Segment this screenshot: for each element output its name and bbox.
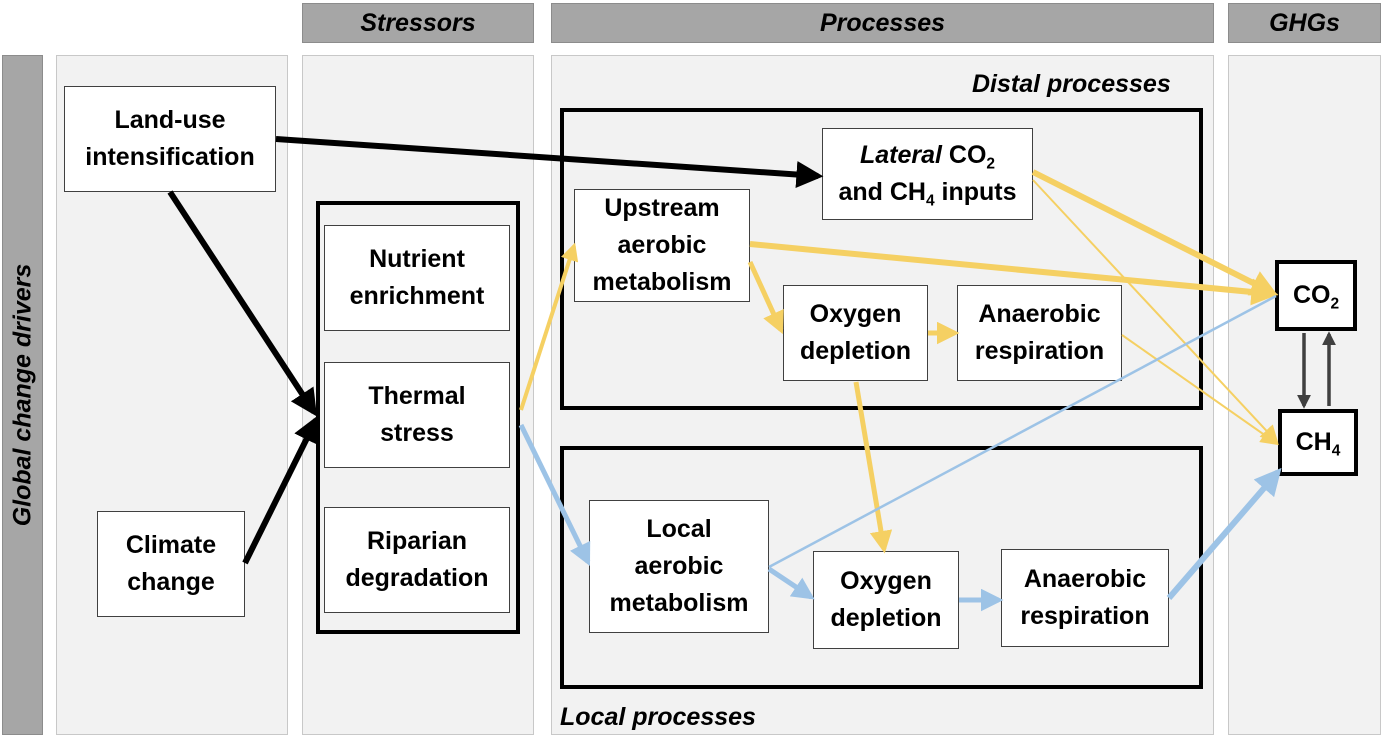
stressors-header: Stressors: [302, 3, 534, 43]
ghgs-header: GHGs: [1228, 3, 1381, 43]
co2-node: CO2: [1275, 260, 1357, 331]
global-change-drivers-bar: Global change drivers: [2, 55, 43, 735]
arrow-thermal-to-upstream: [519, 242, 579, 411]
arrow-thermal-to-local-aerobic: [518, 423, 591, 567]
lateral-inputs-node: Lateral CO2 and CH4 inputs: [822, 128, 1033, 220]
arrow-local-aerobic-to-oxygen: [767, 566, 815, 600]
arrow-anaerobic-to-ch4: [1121, 334, 1279, 446]
arrow-local-aerobic-to-co2: [768, 294, 1277, 569]
processes-header: Processes: [551, 3, 1214, 43]
local-processes-label: Local processes: [560, 703, 756, 731]
distal-processes-label: Distal processes: [972, 70, 1171, 98]
ch4-node: CH4: [1278, 409, 1358, 476]
arrow-upstream-to-co2: [749, 241, 1279, 306]
arrow-oxygen-to-local-oxygen: [853, 381, 893, 554]
arrow-lateral-to-co2: [1031, 169, 1278, 296]
arrow-landuse-to-lateral: [275, 136, 824, 188]
arrow-lateral-to-ch4: [1032, 179, 1279, 444]
arrow-local-anaerobic-to-ch4: [1166, 467, 1282, 600]
arrow-landuse-to-stressors: [167, 190, 317, 417]
arrow-upstream-to-oxygen: [747, 260, 784, 335]
local-processes-group: [560, 446, 1203, 689]
arrow-climate-to-stressors: [242, 415, 319, 565]
